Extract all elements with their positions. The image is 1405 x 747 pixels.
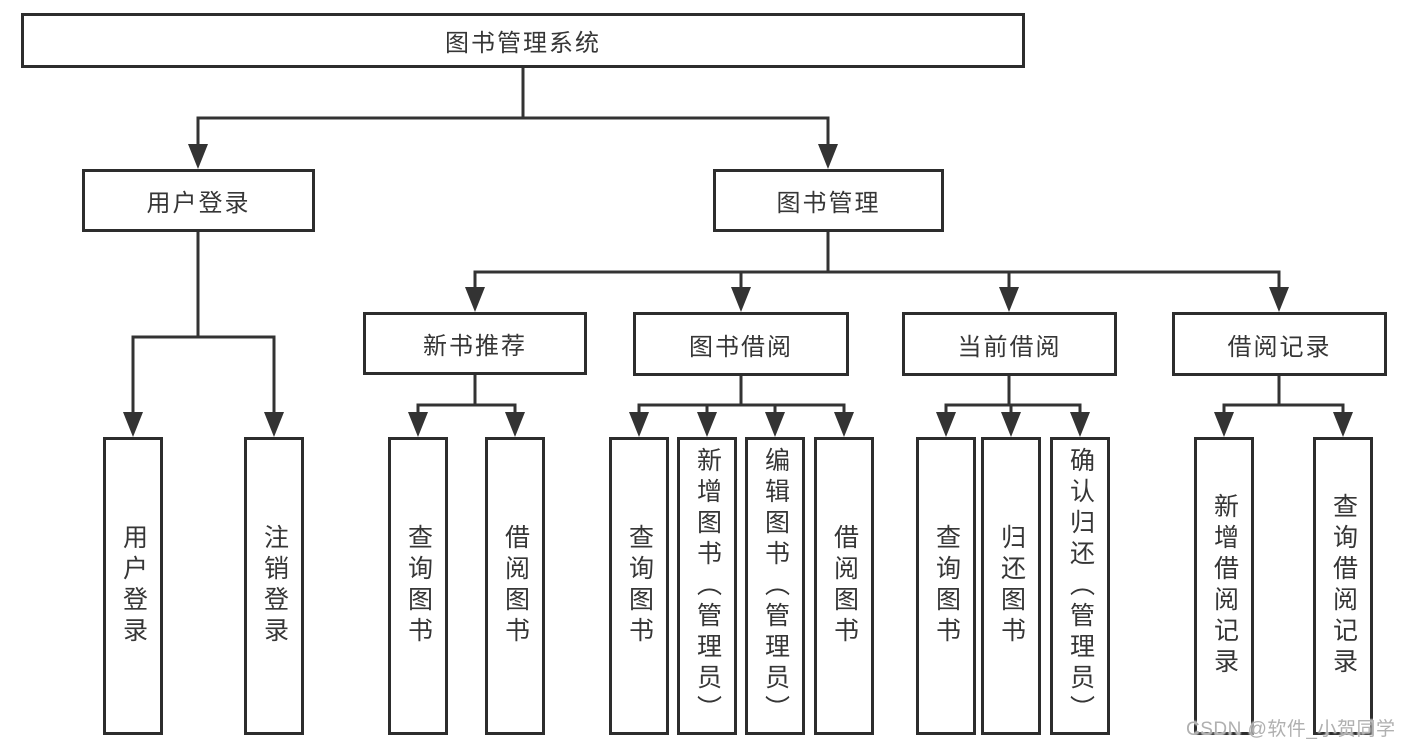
- leaf-label: 确认归还（管理员）: [1066, 446, 1095, 726]
- arrowhead-icon: [936, 412, 956, 437]
- arrowhead-icon: [834, 412, 854, 437]
- node-new-book-recommendation: 新书推荐: [363, 312, 587, 375]
- leaf-label: 新增借阅记录: [1210, 493, 1239, 679]
- node-root-system: 图书管理系统: [21, 13, 1025, 68]
- leaf-edit-book-admin: 编辑图书（管理员）: [745, 437, 805, 735]
- leaf-label: 借阅图书: [501, 524, 530, 648]
- leaf-borrow-book-recommend: 借阅图书: [485, 437, 545, 735]
- leaf-label: 用户登录: [119, 524, 148, 648]
- arrowhead-icon: [1070, 412, 1090, 437]
- leaf-query-borrow-record: 查询借阅记录: [1313, 437, 1373, 735]
- csdn-watermark: CSDN @软件_小贺同学: [1186, 719, 1396, 740]
- arrowhead-icon: [505, 412, 525, 437]
- arrowhead-icon: [1269, 287, 1289, 312]
- arrowhead-icon: [765, 412, 785, 437]
- node-label: 新书推荐: [423, 333, 527, 360]
- node-book-management: 图书管理: [713, 169, 944, 232]
- leaf-add-borrow-record: 新增借阅记录: [1194, 437, 1254, 735]
- leaf-logout: 注销登录: [244, 437, 304, 735]
- arrowhead-icon: [465, 287, 485, 312]
- arrowhead-icon: [188, 144, 208, 169]
- arrowhead-icon: [1214, 412, 1234, 437]
- arrowhead-icon: [731, 287, 751, 312]
- node-user-login: 用户登录: [82, 169, 315, 232]
- node-label: 借阅记录: [1227, 333, 1332, 361]
- arrowhead-icon: [123, 412, 143, 437]
- leaf-label: 借阅图书: [830, 524, 859, 648]
- node-label: 图书管理: [776, 190, 881, 217]
- leaf-label: 新增图书（管理员）: [693, 446, 722, 726]
- arrowhead-icon: [818, 144, 838, 169]
- arrowhead-icon: [629, 412, 649, 437]
- leaf-label: 查询图书: [625, 524, 654, 648]
- arrowhead-icon: [1333, 412, 1353, 437]
- node-label: 用户登录: [146, 190, 251, 217]
- arrowhead-icon: [697, 412, 717, 437]
- node-current-borrowing: 当前借阅: [902, 312, 1117, 376]
- arrowhead-icon: [408, 412, 428, 437]
- leaf-query-book-borrowing: 查询图书: [609, 437, 669, 735]
- node-label: 图书借阅: [689, 333, 793, 361]
- leaf-query-book-current: 查询图书: [916, 437, 976, 735]
- leaf-return-book: 归还图书: [981, 437, 1041, 735]
- node-borrowing-records: 借阅记录: [1172, 312, 1387, 376]
- leaf-label: 归还图书: [997, 524, 1026, 648]
- leaf-label: 查询借阅记录: [1329, 493, 1358, 679]
- leaf-borrow-book: 借阅图书: [814, 437, 874, 735]
- arrowhead-icon: [264, 412, 284, 437]
- leaf-user-login: 用户登录: [103, 437, 163, 735]
- node-label: 图书管理系统: [445, 30, 601, 57]
- leaf-label: 查询图书: [404, 524, 433, 648]
- leaf-label: 注销登录: [260, 524, 289, 648]
- leaf-query-book-recommend: 查询图书: [388, 437, 448, 735]
- leaf-confirm-return-admin: 确认归还（管理员）: [1050, 437, 1110, 735]
- arrowhead-icon: [999, 287, 1019, 312]
- leaf-label: 查询图书: [932, 524, 961, 648]
- leaf-label: 编辑图书（管理员）: [761, 446, 790, 726]
- leaf-add-book-admin: 新增图书（管理员）: [677, 437, 737, 735]
- arrowhead-icon: [1001, 412, 1021, 437]
- node-label: 当前借阅: [957, 333, 1062, 361]
- node-book-borrowing: 图书借阅: [633, 312, 849, 376]
